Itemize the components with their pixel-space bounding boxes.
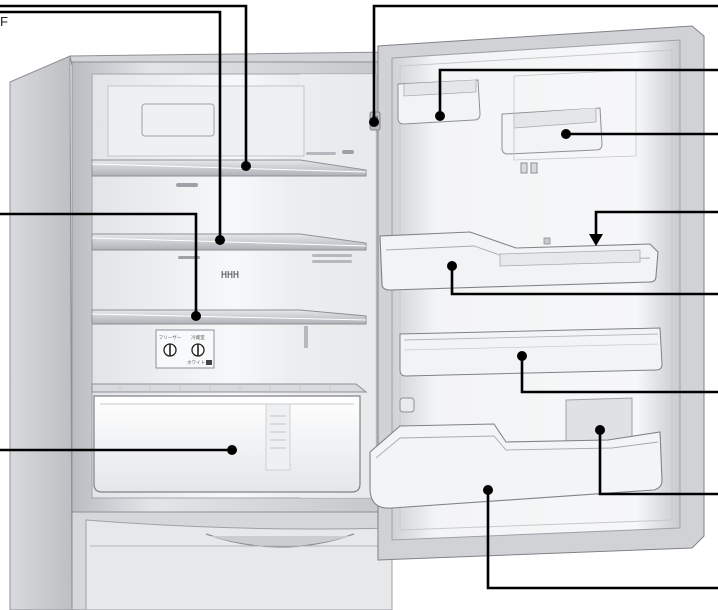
callout-dot-middle-shelf	[215, 235, 225, 245]
callout-dot-door-shelf	[447, 261, 457, 271]
crisper-drawer	[92, 384, 366, 492]
callout-dot-door-switch	[369, 117, 379, 127]
panel-right-caption: 冷蔵室	[191, 334, 205, 341]
callout-dot-crisper-drawer	[227, 445, 237, 455]
callout-dot-bottle-stopper	[595, 425, 605, 435]
panel-left-caption: フリーザー	[159, 335, 182, 341]
door-pocket-lower	[400, 328, 662, 376]
callout-dot-door-pocket-lower	[517, 351, 527, 361]
vent-mark: HHH	[221, 270, 239, 281]
vent-mark-text: HHH	[221, 270, 239, 281]
callout-dot-door-pocket-top-left	[435, 111, 445, 121]
panel-bottom-caption: ホワイト	[187, 360, 205, 366]
callout-dot-lower-shelf	[191, 311, 201, 321]
freezer-drawer	[72, 512, 430, 610]
temperature-control-panel: フリーザー 冷蔵室 ホワイト	[156, 330, 214, 368]
callout-dot-upper-shelf	[241, 161, 251, 171]
callout-dot-bottle-pocket	[483, 485, 493, 495]
callout-dot-door-pocket-top-right	[561, 129, 571, 139]
